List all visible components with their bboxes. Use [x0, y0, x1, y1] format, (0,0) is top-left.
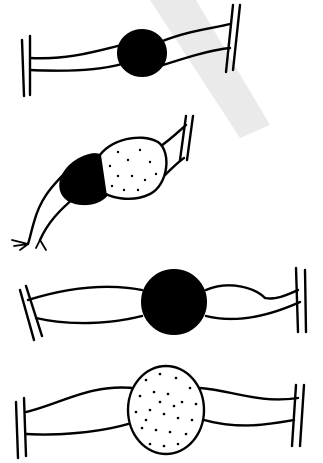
panel-c-left-tendon	[20, 286, 42, 340]
panel-d-right-tendon	[292, 385, 304, 446]
panel-b-solid-blob	[60, 154, 106, 204]
panel-d-left-tendon	[16, 398, 26, 458]
panel-c	[20, 268, 306, 340]
panel-a-right-tendon	[226, 5, 240, 72]
panel-a-solid-nucleus	[118, 30, 166, 76]
panel-b-right-tendon	[180, 116, 193, 160]
panel-c-right-tendon	[296, 268, 306, 332]
panel-b	[12, 116, 193, 250]
panel-d	[16, 366, 304, 458]
panel-d-speckled-nucleus	[128, 366, 204, 454]
background-watermark	[150, 0, 270, 138]
panel-b-speckled-blob	[98, 138, 166, 199]
panel-c-solid-nucleus	[142, 270, 206, 334]
panel-a-left-tendon	[22, 36, 30, 96]
